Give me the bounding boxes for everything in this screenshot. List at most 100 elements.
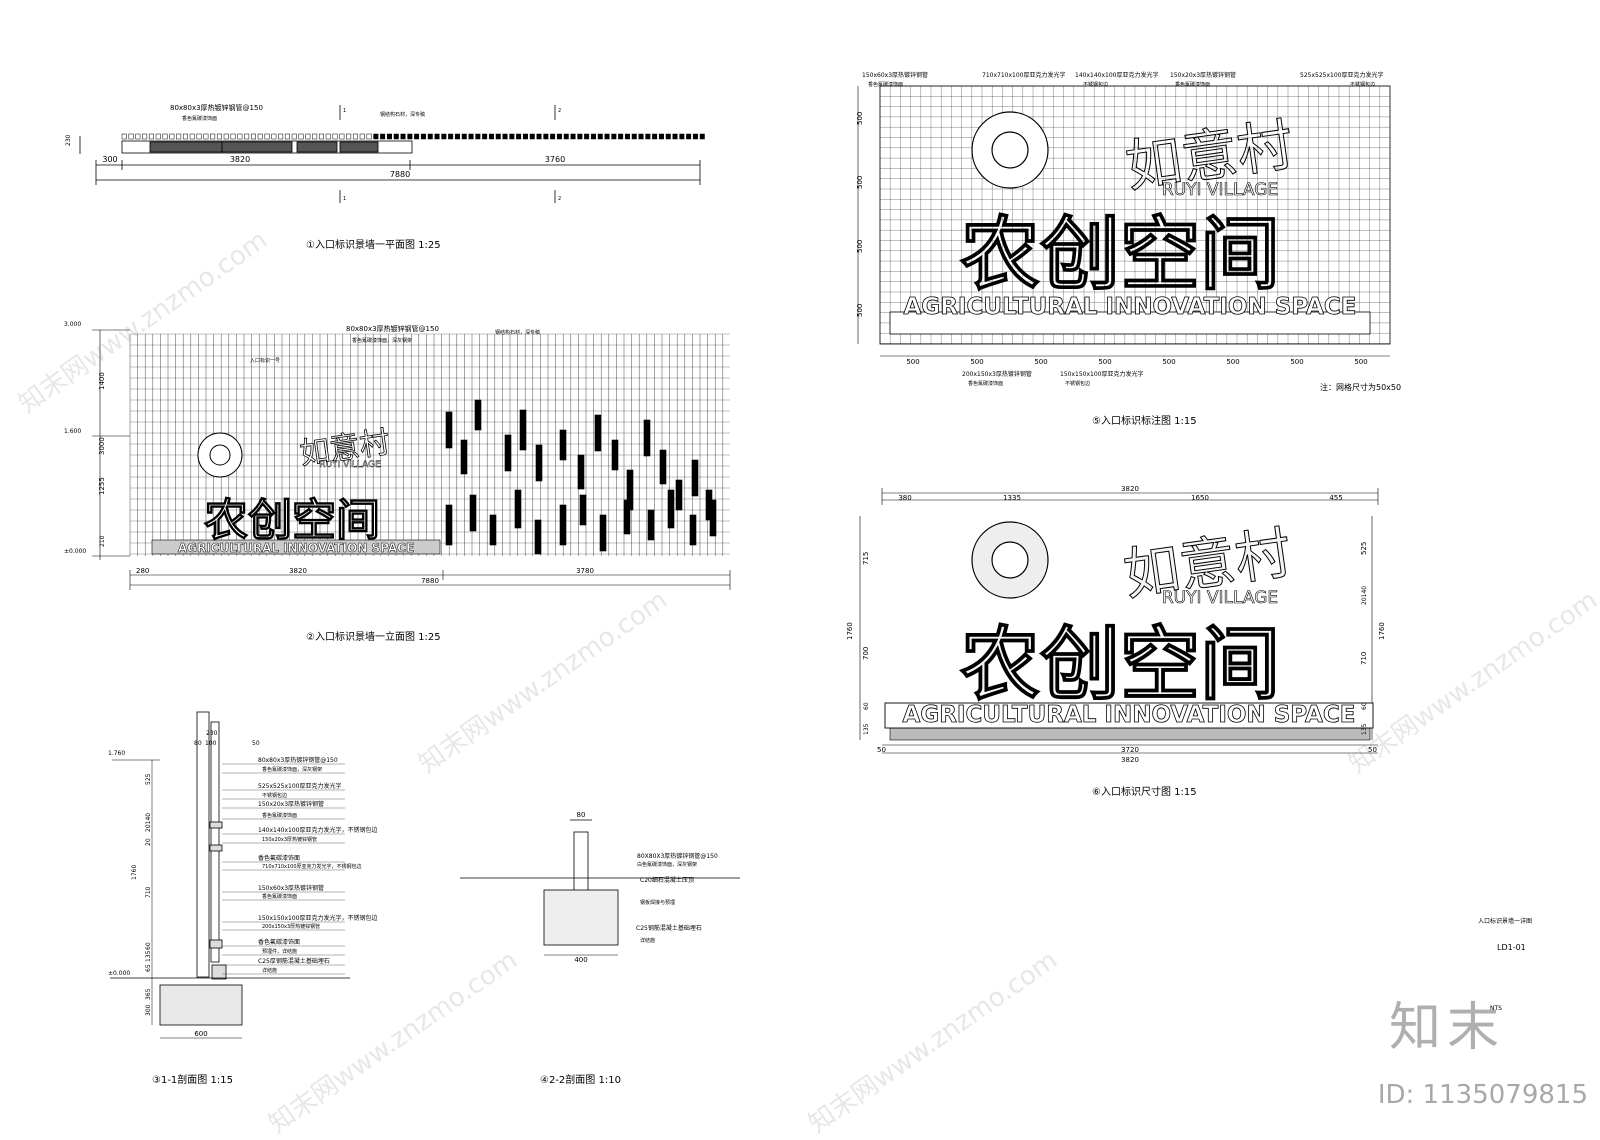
s1-note: 150x20x3厚热镀锌钢管 bbox=[262, 836, 317, 843]
plan-post bbox=[427, 133, 433, 140]
dim-logo-village: RUYI VILLAGE bbox=[1162, 588, 1278, 608]
annot-vdim: 500 bbox=[856, 240, 864, 253]
plan-post bbox=[169, 133, 175, 140]
plan-post bbox=[264, 133, 270, 140]
dim-right: 525 bbox=[1360, 542, 1368, 555]
elev-vdim: 1255 bbox=[98, 477, 106, 495]
plan-post bbox=[325, 133, 331, 140]
plan-post bbox=[475, 133, 481, 140]
annot-vdim: 500 bbox=[856, 112, 864, 125]
section1-drawing bbox=[110, 711, 350, 1039]
plan-post bbox=[509, 133, 515, 140]
plan-post bbox=[182, 133, 188, 140]
s1-vdim: 20140 bbox=[145, 813, 152, 832]
plan-post bbox=[278, 133, 284, 140]
elev-dark-slat bbox=[659, 449, 667, 485]
s2-note: C20细石混凝土压顶 bbox=[640, 876, 694, 884]
elev-note: 钢结构石材，深专稿 bbox=[495, 329, 540, 336]
elev-level: ±0.000 bbox=[64, 548, 86, 555]
plan-post bbox=[679, 133, 685, 140]
plan-post bbox=[624, 133, 630, 140]
section-mark: 2 bbox=[558, 196, 561, 202]
elev-dark-slat bbox=[709, 499, 717, 537]
plan-post bbox=[502, 133, 508, 140]
plan-post bbox=[488, 133, 494, 140]
plan-post bbox=[366, 133, 372, 140]
plan-post bbox=[536, 133, 542, 140]
s1-note: 200x150x3厚热镀锌钢管 bbox=[262, 923, 320, 930]
section1-caption: ③1-1剖面图 1:15 bbox=[152, 1073, 233, 1086]
sheet-number: LD1-01 bbox=[1497, 943, 1526, 952]
plan-post bbox=[162, 133, 168, 140]
plan-drawing bbox=[79, 105, 705, 203]
dim-top: 1650 bbox=[1191, 494, 1209, 502]
plan-post bbox=[482, 133, 488, 140]
elev-dark-slat bbox=[559, 429, 567, 461]
plan-post bbox=[529, 133, 535, 140]
annot-note: 香色氟碳漆饰面 bbox=[968, 380, 1003, 387]
s1-topdim: 50 bbox=[252, 740, 260, 747]
elev-dark-slat bbox=[647, 509, 655, 541]
elev-dark-slat bbox=[594, 414, 602, 452]
s1-bottomdim: 600 bbox=[194, 1030, 207, 1038]
annot-note: 525x525x100厚亚克力发光字 bbox=[1300, 71, 1383, 79]
s1-note: 香色氟碳漆饰面，深灰钢架 bbox=[262, 766, 322, 773]
elev-hdim: 280 bbox=[136, 567, 149, 575]
s1-vdim: 710 bbox=[145, 886, 152, 898]
s1-note: 710x710x100厚亚克力发光字，不锈钢包边 bbox=[262, 863, 362, 870]
plan-post bbox=[223, 133, 229, 140]
annot-note: 200x150x3厚热镀锌钢管 bbox=[962, 370, 1032, 378]
dim-right: 1760 bbox=[1378, 622, 1386, 640]
s1-note: 不锈钢包边 bbox=[262, 792, 287, 799]
s2-note: 80X80X3厚热镀锌钢管@150 bbox=[637, 852, 718, 860]
plan-post bbox=[495, 133, 501, 140]
annot-vdim: 500 bbox=[856, 304, 864, 317]
plan-post bbox=[618, 133, 624, 140]
plan-post bbox=[652, 133, 658, 140]
sheet-scale: NTS bbox=[1490, 1005, 1502, 1012]
dim-right: 20140 bbox=[1361, 586, 1368, 605]
s1-level: ±0.000 bbox=[108, 970, 130, 977]
plan-post bbox=[570, 133, 576, 140]
elev-dark-slat bbox=[489, 514, 497, 546]
plan-post bbox=[665, 133, 671, 140]
s1-vdim: 1760 bbox=[131, 865, 138, 880]
plan-post bbox=[400, 133, 406, 140]
elev-dark-slat bbox=[534, 519, 542, 555]
s1-vdim: 525 bbox=[145, 773, 152, 785]
plan-post bbox=[352, 133, 358, 140]
gear-icon bbox=[197, 432, 243, 478]
s1-note: 香色氟碳漆饰面 bbox=[262, 812, 297, 819]
s1-vdim: 300 bbox=[145, 1004, 152, 1016]
plan-post bbox=[359, 133, 365, 140]
elev-vdim: 3000 bbox=[98, 437, 106, 455]
s1-vdim: 20 bbox=[145, 838, 152, 846]
brand-watermark: 知末 bbox=[1388, 998, 1505, 1058]
plan-post bbox=[556, 133, 562, 140]
annot-note: 不锈钢包边 bbox=[1350, 81, 1375, 88]
plan-dim-7880: 7880 bbox=[390, 170, 410, 179]
annot-note: 140x140x100厚亚克力发光字 bbox=[1075, 71, 1158, 79]
plan-post bbox=[420, 133, 426, 140]
elev-dark-slat bbox=[667, 489, 675, 529]
plan-dark-panel bbox=[149, 141, 223, 153]
elev-level: 3.000 bbox=[64, 321, 81, 328]
plan-post bbox=[516, 133, 522, 140]
elev-dark-slat bbox=[474, 399, 482, 431]
plan-post bbox=[672, 133, 678, 140]
elev-dark-slat bbox=[689, 514, 697, 546]
elev-note: 香色氟碳漆饰面，深灰钢架 bbox=[352, 337, 412, 344]
annot-note: 150x60x3厚热镀锌钢管 bbox=[862, 71, 928, 79]
s2-note: 详结施 bbox=[640, 937, 655, 944]
elev-dark-slat bbox=[445, 504, 453, 546]
section-mark: 1 bbox=[343, 196, 346, 202]
plan-post bbox=[305, 133, 311, 140]
dim-top: 455 bbox=[1329, 494, 1342, 502]
annot-note: 不锈钢包边 bbox=[1065, 380, 1090, 387]
annot-note: 香色氟碳漆饰面 bbox=[1175, 81, 1210, 88]
plan-post bbox=[407, 133, 413, 140]
annot-hdim: 500 bbox=[970, 358, 983, 366]
plan-post bbox=[563, 133, 569, 140]
